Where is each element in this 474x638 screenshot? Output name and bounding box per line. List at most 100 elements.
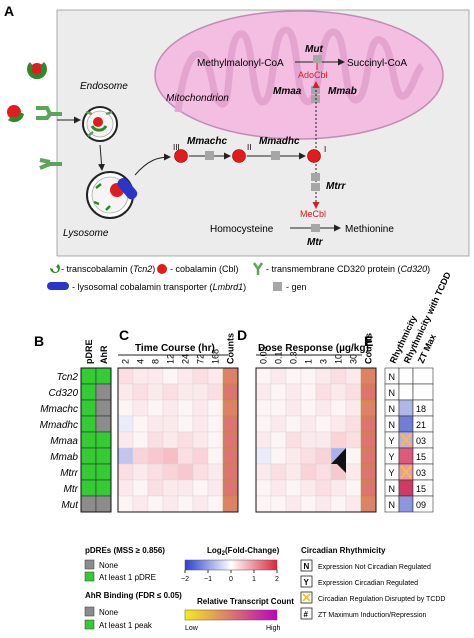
succinyl-label: Succinyl-CoA [347,58,407,69]
time-course-cell [162,383,179,401]
time-course-count-cell [222,447,239,465]
rhythm-value: Y [389,452,395,462]
heatmap-group: Tcn2Cd320MmachcMmadhcMmaaMmabMtrrMtrMutp… [40,270,453,513]
dose-response-cell [315,495,332,513]
mitochondrion-label: Mitochondrion [166,93,229,104]
time-course-cell [117,367,134,385]
rtc-low-label: Low [185,625,199,632]
pdres-some-label: At least 1 pDRE [99,573,156,582]
dose-response-count-cell [360,399,377,417]
fc-tick-label: −2 [181,576,189,583]
cobalamin-icon [157,264,167,274]
time-course-cell [147,431,164,449]
pdre-cell [80,479,97,497]
adocbl-label: AdoCbl [298,70,328,80]
pdres-none-label: None [99,561,119,570]
dose-response-flag [331,448,346,464]
time-course-cell [207,399,224,417]
dose-response-cell [270,479,287,497]
time-course-cell [147,447,164,465]
dose-response-cell [300,447,317,465]
dose-response-cell [285,383,302,401]
pdre-cell [80,431,97,449]
dose-response-cell [270,415,287,433]
time-course-cell [117,383,134,401]
dose-response-cell [300,367,317,385]
lysosome-label: Lysosome [63,228,109,239]
dose-response-cell [255,367,272,385]
time-course-col-label: 24 [181,354,191,364]
gen-icon [273,282,282,291]
panel-b-frame [80,367,112,513]
gene-label: Mmadhc [40,420,78,431]
dose-response-cell [285,431,302,449]
time-course-cell [117,415,134,433]
pdres-none-swatch [84,559,95,570]
dose-response-cell [315,431,332,449]
dose-response-cell [300,415,317,433]
time-course-cell [192,399,209,417]
mmadhc-gene-box [271,151,280,160]
dose-response-cell [300,463,317,481]
time-course-cell [132,479,149,497]
time-course-count-cell [222,367,239,385]
rhythm-value: N [389,372,396,382]
dose-response-count-cell [360,447,377,465]
gene-label: Tcn2 [57,372,79,383]
zt-value: 15 [416,452,426,462]
dose-response-count-cell [360,431,377,449]
gene-label: Mtr [64,484,79,495]
dose-response-count-cell [360,415,377,433]
time-course-cell [177,495,194,513]
tcdd-rhythm-cell [398,367,414,385]
time-course-cell [192,415,209,433]
legend-tc: - transcobalamin (Tcn2) [61,264,155,274]
fc-colorbar [184,559,278,571]
dose-response-count-cell [360,383,377,401]
pdre-cell [80,399,97,417]
circ-hash-symbol: # [304,610,309,619]
ox-ii-label: II [247,143,251,152]
dose-response-col-label: 3 [319,359,329,364]
time-course-cell [117,479,134,497]
mtr-label: Mtr [307,237,324,248]
dose-response-title: Dose Response (µg/kg) [258,343,369,354]
panel-a-label: A [4,3,14,19]
dose-response-cell [330,431,347,449]
panel-d-label: D [237,327,247,343]
time-course-col-label: 12 [166,354,176,364]
circ-y-swatch [300,575,313,588]
ox-iii-label: III [173,143,180,152]
ahr-cell [95,447,112,465]
dose-response-cell [270,447,287,465]
time-course-cell [177,479,194,497]
time-course-cell [132,367,149,385]
cobalamin-i [307,149,321,163]
dose-response-cell [270,367,287,385]
time-course-cell [192,495,209,513]
time-course-cell [132,415,149,433]
tcdd-rhythm-cell [398,479,414,497]
mecbl-label: MeCbl [300,209,326,219]
legend-lmbrd: - lysosomal cobalamin transporter (Lmbrd… [72,282,246,292]
time-course-col-label: 168 [211,349,221,364]
time-course-frame [117,367,239,513]
time-course-count-cell [222,495,239,513]
dose-response-cell [255,431,272,449]
methylmalonyl-label: Methylmalonyl-CoA [197,58,284,69]
fc-tick-label: 1 [252,576,256,583]
dose-response-count-cell [360,479,377,497]
panel-e-label: E [364,333,373,349]
dose-response-count-cell [360,367,377,385]
zt-value: 15 [416,484,426,494]
pdres-some-swatch [84,571,95,582]
dose-response-cell [330,495,347,513]
time-course-cell [147,495,164,513]
dose-response-cell [285,415,302,433]
endo-to-lyso-arrow [98,144,106,171]
mmachc-label: Mmachc [187,136,227,147]
time-course-cell [162,479,179,497]
dose-response-cell [315,383,332,401]
rhythm-value: N [389,484,396,494]
